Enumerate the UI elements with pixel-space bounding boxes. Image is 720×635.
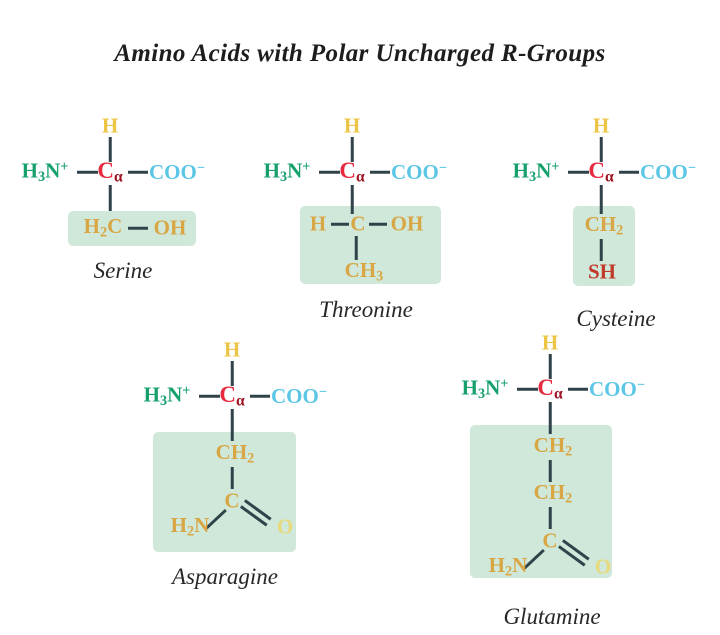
molecule-name-threonine: Threonine (319, 297, 413, 322)
bond-rgroup-glutamine-0-1 (548, 460, 552, 482)
alpha-hydrogen-label-glutamine: H (541, 330, 559, 355)
bond-alpha-to-rgroup-glutamine (548, 402, 552, 434)
r-atom-glutamine-2: C (542, 528, 558, 553)
bond-rgroup-threonine-0-1 (331, 222, 349, 226)
r-atom-serine-0: H2C (83, 214, 123, 241)
molecule-name-cysteine: Cysteine (576, 306, 656, 331)
r-atom-glutamine-4: O (594, 554, 612, 579)
molecule-name-asparagine: Asparagine (171, 564, 279, 589)
amino-group-label-asparagine: H3N+ (143, 382, 191, 409)
bond-alpha-to-hydrogen-threonine (350, 137, 354, 162)
r-atom-asparagine-1: C (224, 488, 240, 513)
bond-alpha-to-rgroup-cysteine (599, 185, 603, 214)
bond-alpha-to-carboxyl-asparagine (250, 394, 270, 398)
carboxyl-group-label-serine: COO− (149, 159, 205, 184)
r-group-highlight-asparagine (153, 432, 296, 552)
r-atom-cysteine-0: CH2 (584, 212, 624, 239)
bond-rgroup-threonine-1-2 (369, 222, 387, 226)
alpha-carbon-label-serine: Cα (97, 157, 123, 186)
bond-amino-to-alpha-glutamine (517, 387, 538, 391)
amino-group-label-glutamine: H3N+ (461, 375, 509, 402)
bond-alpha-to-rgroup-threonine (350, 185, 354, 214)
carboxyl-group-label-asparagine: COO− (271, 383, 327, 408)
bond-alpha-to-carboxyl-threonine (370, 170, 390, 174)
r-atom-serine-1: OH (153, 215, 187, 240)
r-atom-threonine-0: H (309, 211, 327, 236)
alpha-hydrogen-label-serine: H (101, 113, 119, 138)
bond-alpha-to-rgroup-serine (108, 185, 112, 211)
bond-amino-to-alpha-serine (77, 170, 98, 174)
r-atom-glutamine-1: CH2 (533, 480, 573, 507)
molecule-name-glutamine: Glutamine (503, 604, 601, 629)
bond-alpha-to-hydrogen-cysteine (599, 137, 603, 162)
r-group-highlight-cysteine (573, 206, 635, 286)
bond-amino-to-alpha-cysteine (568, 170, 589, 174)
r-atom-asparagine-2: H2N (170, 513, 210, 540)
bond-alpha-to-hydrogen-asparagine (230, 361, 234, 386)
amino-group-label-serine: H3N+ (21, 158, 69, 185)
r-atom-asparagine-0: CH2 (215, 440, 255, 467)
bond-rgroup-serine-0-1 (128, 226, 148, 230)
bond-alpha-to-hydrogen-glutamine (548, 354, 552, 379)
r-atom-cysteine-1: SH (587, 259, 617, 284)
r-atom-asparagine-3: O (276, 514, 294, 539)
bond-alpha-to-carboxyl-cysteine (619, 170, 639, 174)
bond-alpha-to-carboxyl-glutamine (568, 387, 588, 391)
r-atom-glutamine-3: H2N (488, 553, 528, 580)
r-atom-threonine-2: OH (390, 211, 424, 236)
amino-group-label-threonine: H3N+ (263, 158, 311, 185)
alpha-carbon-label-glutamine: Cα (537, 374, 563, 403)
bond-amino-to-alpha-threonine (319, 170, 340, 174)
figure-title: Amino Acids with Polar Uncharged R-Group… (114, 40, 606, 67)
r-atom-glutamine-0: CH2 (533, 433, 573, 460)
alpha-hydrogen-label-cysteine: H (592, 113, 610, 138)
bond-rgroup-glutamine-1-2 (548, 507, 552, 529)
bond-rgroup-cysteine-0-1 (599, 239, 603, 261)
carboxyl-group-label-glutamine: COO− (589, 376, 645, 401)
molecule-name-serine: Serine (93, 258, 153, 283)
alpha-hydrogen-label-asparagine: H (223, 337, 241, 362)
bond-alpha-to-carboxyl-serine (128, 170, 148, 174)
bond-alpha-to-rgroup-asparagine (230, 409, 234, 441)
r-group-highlight-threonine (300, 206, 441, 284)
alpha-carbon-label-threonine: Cα (339, 157, 365, 186)
r-atom-threonine-3: CH3 (344, 258, 384, 285)
bond-rgroup-threonine-1-3 (354, 236, 358, 260)
bond-rgroup-asparagine-0-1 (230, 467, 234, 489)
carboxyl-group-label-cysteine: COO− (640, 159, 696, 184)
carboxyl-group-label-threonine: COO− (391, 159, 447, 184)
alpha-carbon-label-asparagine: Cα (219, 381, 245, 410)
alpha-carbon-label-cysteine: Cα (588, 157, 614, 186)
bond-amino-to-alpha-asparagine (199, 394, 220, 398)
alpha-hydrogen-label-threonine: H (343, 113, 361, 138)
amino-group-label-cysteine: H3N+ (512, 158, 560, 185)
r-atom-threonine-1: C (350, 211, 366, 236)
bond-alpha-to-hydrogen-serine (108, 137, 112, 162)
